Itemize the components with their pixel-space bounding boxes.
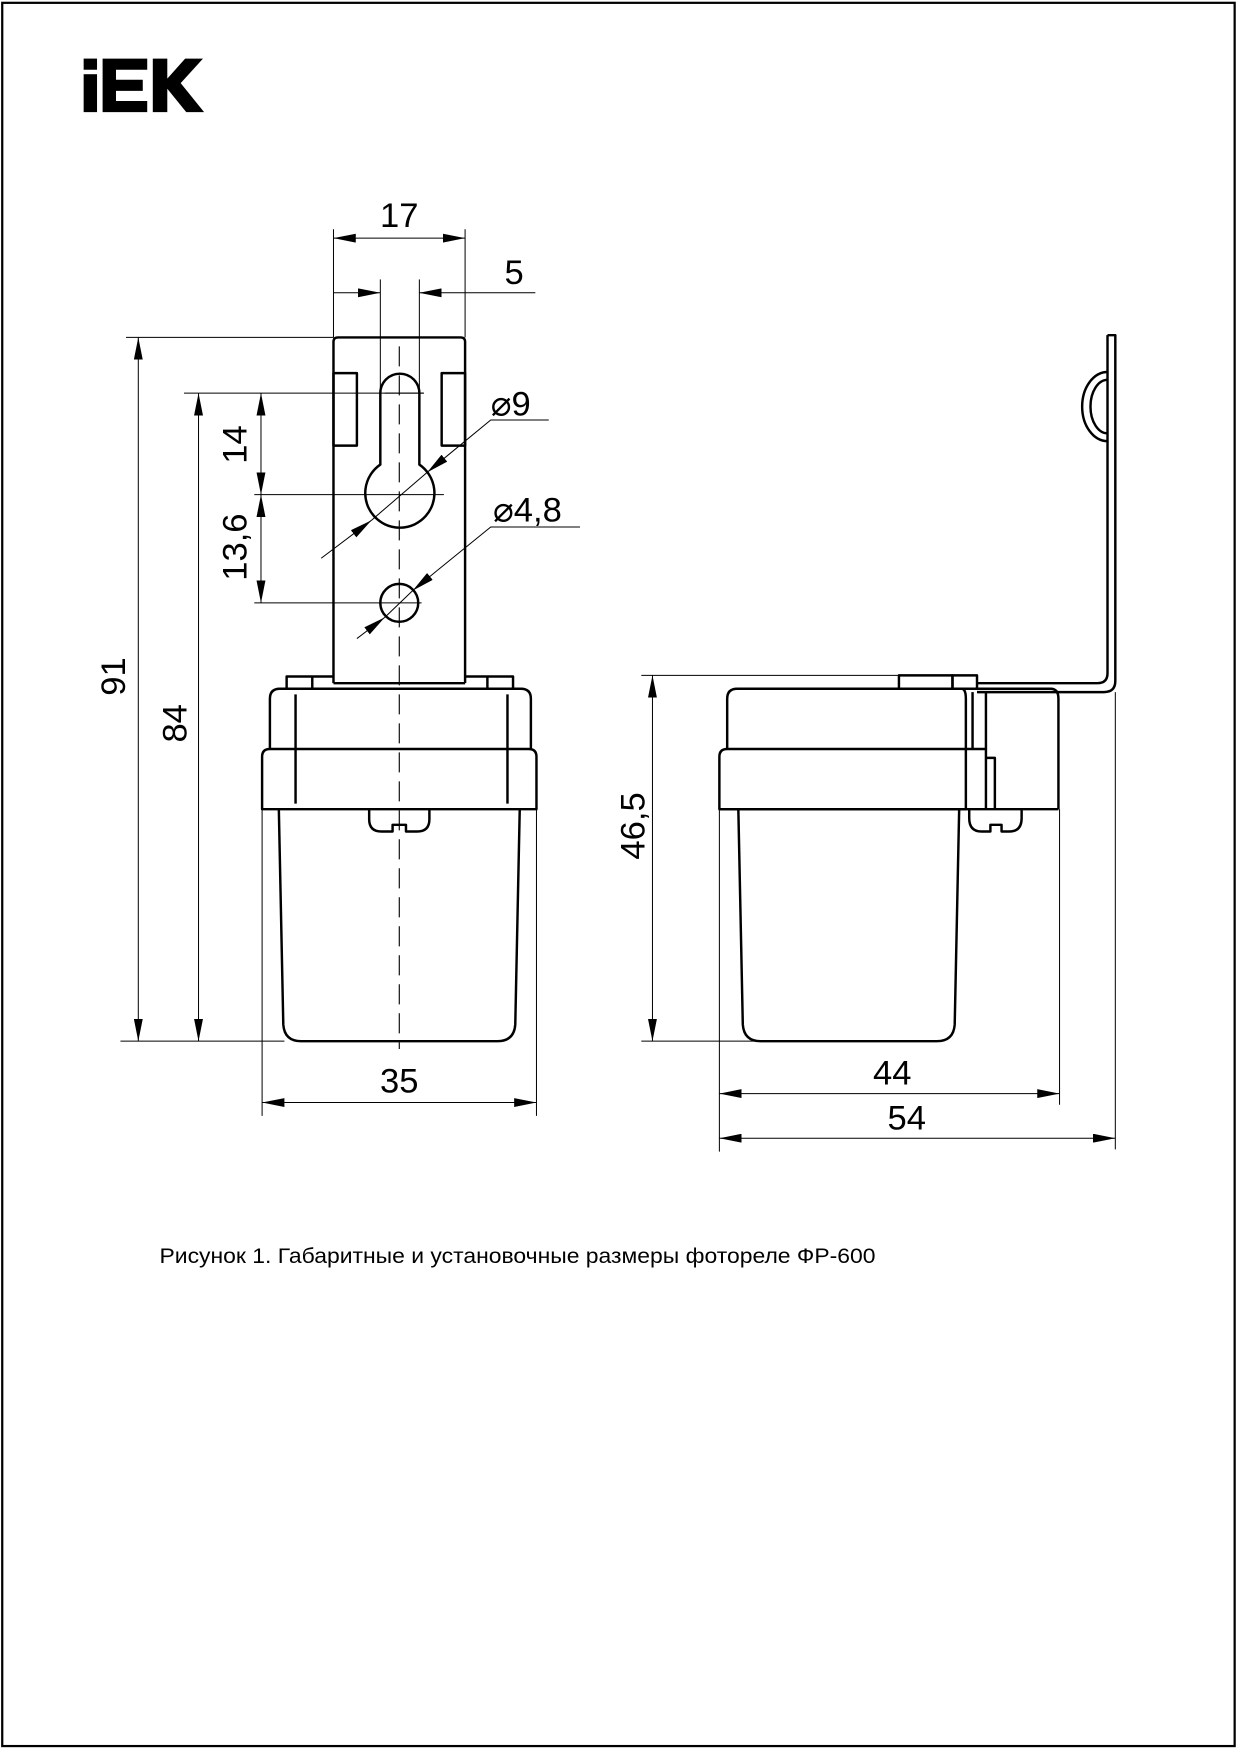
side-band bbox=[718, 747, 968, 811]
body-band bbox=[260, 747, 538, 811]
dim-label-91: 91 bbox=[95, 657, 133, 695]
bracket bbox=[977, 333, 1117, 694]
bracket-bulge bbox=[1080, 370, 1108, 443]
dim-label-44: 44 bbox=[873, 1055, 911, 1093]
front-view: 17 5 91 84 14 13,6 ⌀9 ⌀4,8 bbox=[95, 197, 580, 1116]
keyhole-slot bbox=[364, 372, 436, 529]
side-housing bbox=[737, 809, 961, 1043]
figure-caption: Рисунок 1. Габаритные и установочные раз… bbox=[159, 1245, 875, 1268]
body-housing bbox=[277, 809, 521, 1043]
dim-label-13-6: 13,6 bbox=[216, 513, 254, 580]
body-notch bbox=[367, 809, 431, 833]
side-screw bbox=[967, 809, 1023, 833]
dim-label-14: 14 bbox=[216, 425, 254, 463]
dim-label-46-5: 46,5 bbox=[615, 792, 653, 859]
dim-label-dia-4-8: ⌀4,8 bbox=[493, 491, 562, 529]
plate-window-left bbox=[332, 371, 359, 447]
plate-window-right bbox=[440, 371, 467, 447]
dim-label-dia-9: ⌀9 bbox=[491, 385, 531, 423]
mounting-plate bbox=[332, 336, 467, 684]
side-cap bbox=[725, 687, 968, 749]
body-cap bbox=[268, 687, 533, 749]
side-view: 46,5 44 54 bbox=[615, 333, 1117, 1152]
iek-logo bbox=[83, 58, 205, 113]
dim-label-5: 5 bbox=[505, 254, 524, 292]
dim-label-84: 84 bbox=[156, 704, 194, 742]
dim-label-17: 17 bbox=[380, 197, 418, 235]
dim-label-35: 35 bbox=[380, 1062, 418, 1100]
dim-label-54: 54 bbox=[888, 1099, 926, 1137]
